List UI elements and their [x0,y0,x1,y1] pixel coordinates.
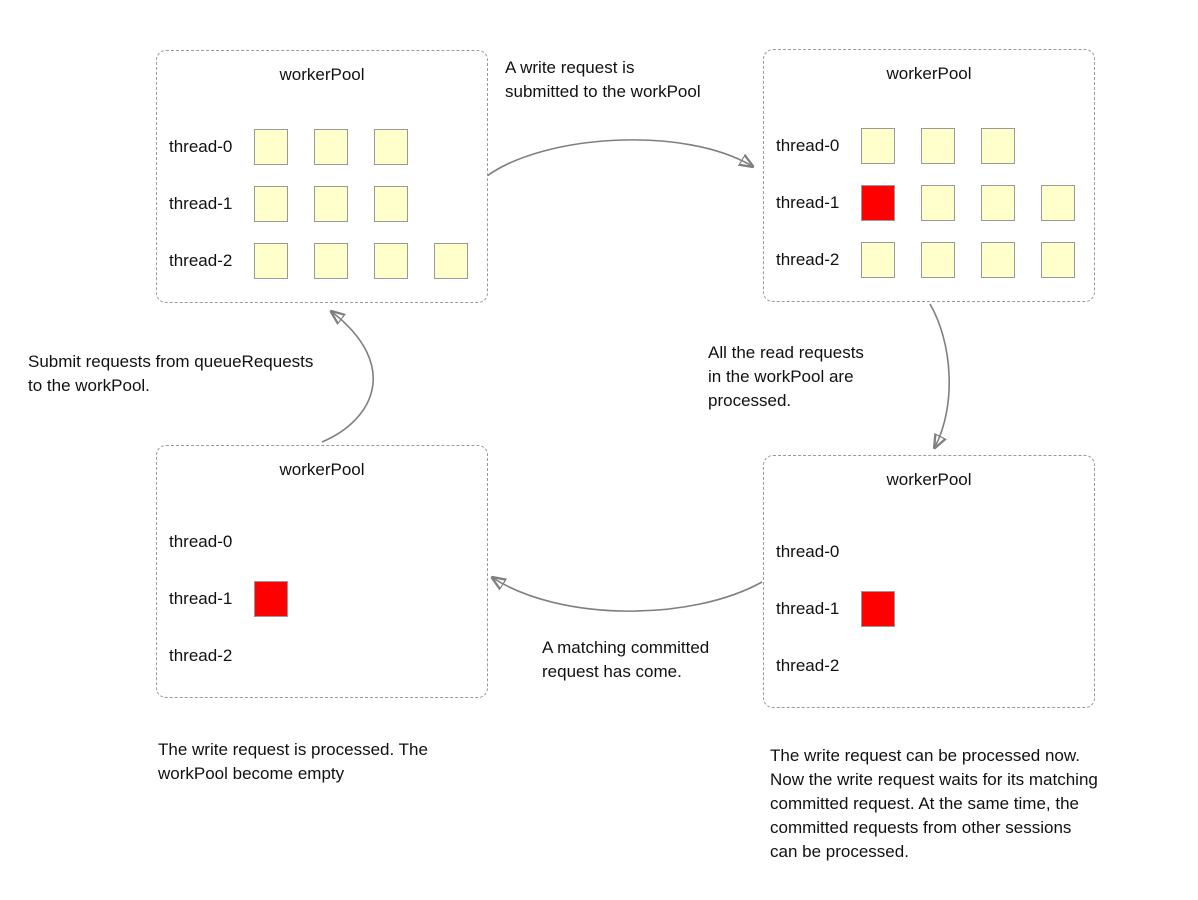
pool-title: workerPool [886,64,972,83]
worker-pool-bottom-left: workerPool thread-0 thread-1 thread-2 [156,445,488,698]
thread-label: thread-1 [169,589,233,608]
read-request-cell [254,186,288,222]
thread-row: thread-2 [169,243,487,279]
arrow-write-submitted [486,139,752,177]
thread-row: thread-1 [776,185,1094,221]
read-request-cell [981,128,1015,164]
thread-row: thread-2 [776,242,1094,278]
read-request-cell [981,185,1015,221]
caption-write-waiting: The write request can be processed now. … [770,746,1098,861]
read-request-cell [374,186,408,222]
thread-row: thread-2 [169,638,487,674]
read-request-cell [921,242,955,278]
thread-row: thread-2 [776,648,1094,684]
caption-write-processed: The write request is processed. The work… [158,740,428,783]
thread-label: thread-2 [169,251,233,270]
note-submit-from-queue: Submit requests from queueRequests to th… [28,352,314,395]
worker-pool-top-right: workerPool thread-0 thread-1 thread-2 [763,49,1095,302]
write-request-cell [254,581,288,617]
arrow-reads-processed [929,303,950,447]
read-request-cell [1041,185,1075,221]
pool-title: workerPool [886,470,972,489]
read-request-cell [314,129,348,165]
read-request-cell [254,129,288,165]
write-request-cell [861,591,895,627]
thread-label: thread-2 [776,656,840,675]
thread-row: thread-1 [776,591,1094,627]
read-request-cell [861,242,895,278]
worker-pool-bottom-right: workerPool thread-0 thread-1 thread-2 [763,455,1095,708]
thread-rows: thread-0 thread-1 thread-2 [776,128,1094,278]
arrow-submit-queue [321,312,374,443]
pool-title: workerPool [279,460,365,479]
thread-label: thread-1 [776,599,840,618]
thread-row: thread-0 [169,129,487,165]
read-request-cell [921,128,955,164]
thread-label: thread-0 [776,136,840,155]
thread-row: thread-1 [169,186,487,222]
read-request-cell [254,243,288,279]
thread-row: thread-0 [169,524,487,560]
read-request-cell [314,186,348,222]
worker-pool-top-left: workerPool thread-0 thread-1 thread-2 [156,50,488,303]
read-request-cell [434,243,468,279]
thread-label: thread-2 [169,646,233,665]
read-request-cell [374,243,408,279]
thread-rows: thread-0 thread-1 thread-2 [776,534,1094,684]
note-reads-processed: All the read requests in the workPool ar… [708,343,864,410]
thread-label: thread-0 [776,542,840,561]
read-request-cell [921,185,955,221]
thread-row: thread-1 [169,581,487,617]
thread-rows: thread-0 thread-1 thread-2 [169,129,487,279]
pool-title: workerPool [279,65,365,84]
read-request-cell [861,128,895,164]
read-request-cell [981,242,1015,278]
thread-label: thread-0 [169,137,233,156]
thread-row: thread-0 [776,534,1094,570]
read-request-cell [374,129,408,165]
write-request-cell [861,185,895,221]
thread-row: thread-0 [776,128,1094,164]
read-request-cell [1041,242,1075,278]
arrow-matching-committed [493,578,763,612]
thread-label: thread-1 [776,193,840,212]
thread-label: thread-1 [169,194,233,213]
thread-rows: thread-0 thread-1 thread-2 [169,524,487,674]
note-matching-committed: A matching committed request has come. [542,638,710,681]
thread-label: thread-2 [776,250,840,269]
note-write-submitted: A write request is submitted to the work… [505,58,701,101]
read-request-cell [314,243,348,279]
thread-label: thread-0 [169,532,233,551]
